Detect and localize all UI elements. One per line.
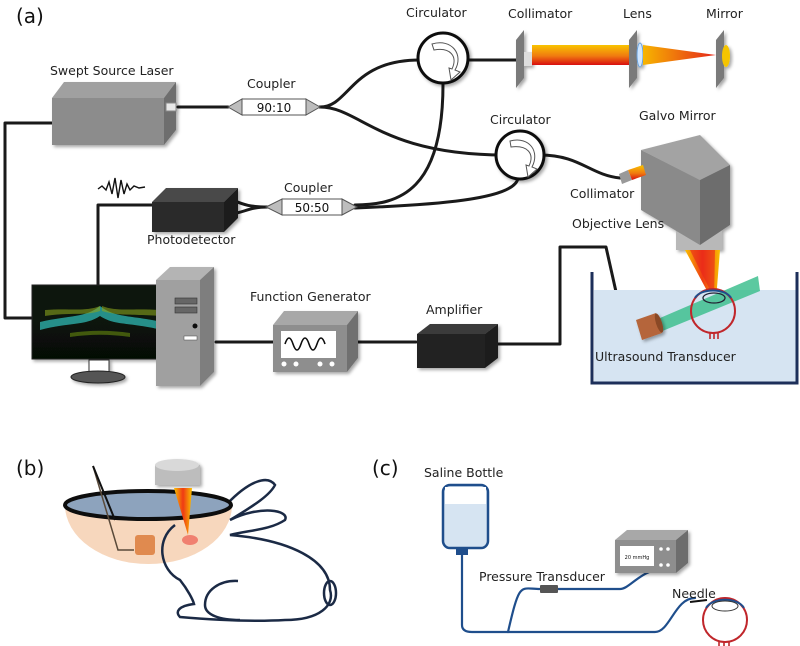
pressure-monitor: 20 mmHg [615, 530, 688, 573]
circulator-bottom-label: Circulator [490, 112, 552, 127]
galvo-mirror [641, 135, 730, 250]
water-tank [590, 272, 799, 385]
function-generator-label: Function Generator [250, 289, 371, 304]
mirror-label: Mirror [706, 6, 744, 21]
mirror [716, 30, 730, 88]
circulator-bottom [494, 129, 546, 181]
panel-label-c: (c) [372, 456, 399, 480]
photodetector-label: Photodetector [147, 232, 236, 247]
bowl [65, 505, 232, 565]
pressure-readout: 20 mmHg [625, 555, 650, 561]
coupler-top-label: Coupler [247, 76, 296, 91]
pressure-transducer-label: Pressure Transducer [479, 569, 606, 584]
collimated-beam [532, 45, 630, 65]
bowl-rim [63, 489, 233, 521]
saline-tube [460, 553, 697, 634]
galvo-mirror-label: Galvo Mirror [639, 108, 717, 123]
fiber-circ-bottom-collimator [538, 153, 622, 180]
needle-label: Needle [672, 586, 716, 601]
fiber-to-circulator-bottom [318, 105, 507, 157]
collimator-bottom [619, 165, 646, 184]
ultrasound-transducer-label: Ultrasound Transducer [595, 349, 737, 364]
rabbit-transducer [135, 535, 155, 555]
signal-waveform-icon [97, 177, 146, 199]
amplifier-label: Amplifier [426, 302, 483, 317]
focused-beam [643, 45, 716, 65]
objective-lens-label: Objective Lens [572, 216, 664, 231]
eye-sample-c [702, 597, 748, 646]
fiber-circ-bottom-to-coupler [353, 176, 520, 210]
photodetector [152, 188, 238, 232]
rabbit-outline [161, 478, 333, 623]
oct-image-cornea [40, 306, 162, 330]
lens [629, 30, 644, 88]
panel-label-a: (a) [16, 4, 44, 28]
rabbit-objective [155, 459, 200, 485]
saline-bottle-label: Saline Bottle [424, 465, 504, 480]
collimator-top-label: Collimator [508, 6, 573, 21]
function-generator [273, 311, 358, 372]
circulator-top [416, 31, 470, 85]
needle [689, 599, 708, 603]
saline-bottle [441, 483, 490, 555]
panel-b-rabbit-setup [63, 459, 338, 623]
swept-source-laser [52, 82, 177, 145]
sine-wave-icon [284, 337, 326, 351]
coupler-50-50: 50:50 [264, 198, 359, 216]
collimator-top [516, 30, 532, 88]
eye-sample [690, 288, 736, 339]
coupler-top-ratio: 90:10 [257, 101, 292, 115]
monitor [31, 284, 168, 384]
computer-tower [156, 267, 214, 386]
amplifier [417, 324, 498, 368]
fiber-to-circulator-top [318, 58, 422, 109]
swept-source-laser-label: Swept Source Laser [50, 63, 174, 78]
laser-computer-cable [3, 121, 54, 320]
fiber-circ-top-to-coupler [353, 82, 445, 207]
ultrasound-beam [660, 276, 760, 332]
branch-tube [506, 587, 542, 634]
coupler-90-10: 90:10 [226, 98, 322, 116]
coupler-bottom-label: Coupler [284, 180, 333, 195]
pressure-transducer [540, 585, 558, 593]
lens-label: Lens [623, 6, 652, 21]
circulator-top-label: Circulator [406, 5, 468, 20]
photodetector-computer-cable [96, 203, 156, 287]
panel-label-b: (b) [16, 456, 44, 480]
coupler-bottom-ratio: 50:50 [295, 201, 330, 215]
collimator-bottom-label: Collimator [570, 186, 635, 201]
ultrasound-transducer [636, 313, 664, 340]
